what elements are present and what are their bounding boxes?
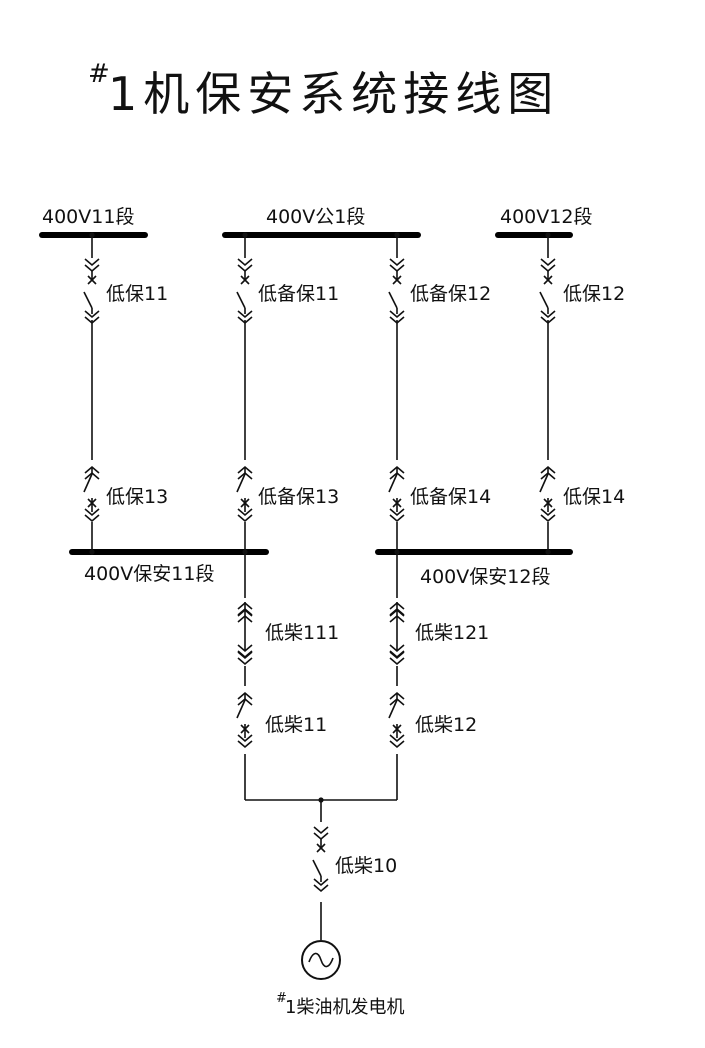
isolator-low-chai-111[interactable] xyxy=(235,598,255,666)
label-low-chai-111: 低柴111 xyxy=(265,622,339,644)
generator-label: 1柴油机发电机 xyxy=(285,997,404,1018)
breaker-low-chai-10[interactable] xyxy=(311,822,331,902)
label-low-bao-13: 低保13 xyxy=(106,486,168,508)
bus-label-400v-11: 400V11段 xyxy=(42,206,134,228)
breaker-low-beibao-12[interactable] xyxy=(387,258,407,323)
label-low-beibao-13: 低备保13 xyxy=(258,486,339,508)
bus-label-400v-common-1: 400V公1段 xyxy=(266,206,365,228)
bus-label-security-11: 400V保安11段 xyxy=(84,563,214,585)
breaker-low-chai-11[interactable] xyxy=(235,686,255,754)
label-low-chai-121: 低柴121 xyxy=(415,622,489,644)
page-title: 1机保安系统接线图 xyxy=(108,67,559,121)
label-low-beibao-14: 低备保14 xyxy=(410,486,491,508)
breaker-low-bao-14[interactable] xyxy=(538,460,558,522)
bus-label-400v-12: 400V12段 xyxy=(500,206,592,228)
label-low-chai-11: 低柴11 xyxy=(265,714,327,736)
label-low-chai-10: 低柴10 xyxy=(335,855,397,877)
breaker-low-beibao-14[interactable] xyxy=(387,460,407,522)
breaker-low-beibao-13[interactable] xyxy=(235,460,255,522)
label-low-bao-11: 低保11 xyxy=(106,283,168,305)
generator-label-superscript: # xyxy=(276,991,287,1006)
label-low-bao-12: 低保12 xyxy=(563,283,625,305)
label-low-chai-12: 低柴12 xyxy=(415,714,477,736)
bus-label-security-12: 400V保安12段 xyxy=(420,566,550,588)
label-low-beibao-12: 低备保12 xyxy=(410,283,491,305)
generator[interactable] xyxy=(301,940,341,980)
isolator-low-chai-121[interactable] xyxy=(387,598,407,666)
ac-wave-icon xyxy=(308,952,334,968)
label-low-beibao-11: 低备保11 xyxy=(258,283,339,305)
breaker-low-bao-13[interactable] xyxy=(82,460,102,522)
breaker-low-beibao-11[interactable] xyxy=(235,258,255,323)
breaker-low-chai-12[interactable] xyxy=(387,686,407,754)
breaker-low-bao-11[interactable] xyxy=(82,258,102,323)
title-superscript: # xyxy=(88,59,110,89)
breaker-low-bao-12[interactable] xyxy=(538,258,558,323)
label-low-bao-14: 低保14 xyxy=(563,486,625,508)
